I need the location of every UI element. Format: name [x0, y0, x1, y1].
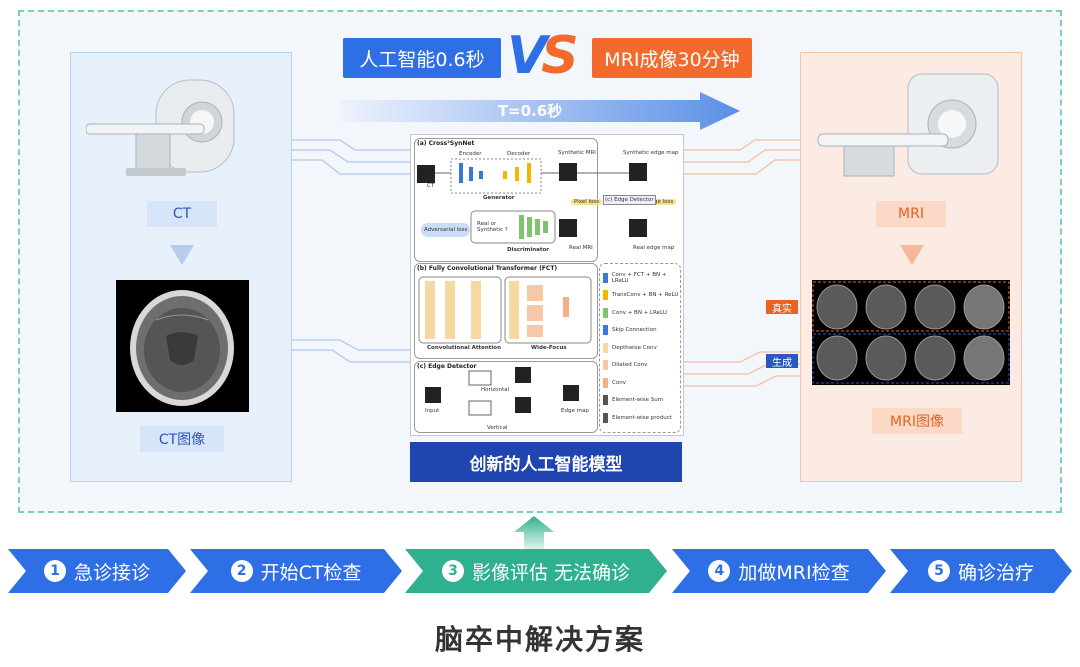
legend-swatch — [603, 412, 608, 423]
ct-image-label: CT图像 — [140, 426, 224, 452]
step-label: 加做MRI检查 — [738, 561, 850, 584]
legend-label: Conv + BN + LReLU — [612, 309, 667, 316]
ct-down-arrow-icon — [170, 245, 194, 265]
step-1: 1 急诊接诊 — [8, 549, 186, 593]
cross-synnet-title: (a) Cross²SynNet — [417, 140, 475, 147]
step-label: 影像评估 无法确诊 — [471, 561, 631, 584]
legend-swatch — [603, 395, 608, 406]
legend-swatch — [603, 360, 608, 371]
step-number: 1 — [43, 560, 66, 582]
up-arrow-icon — [514, 516, 554, 550]
mri-label: MRI — [876, 201, 946, 227]
encoder-label: Encoder — [459, 151, 482, 157]
legend-item: Depthwise Conv — [603, 339, 681, 357]
legend-item: Dilated Conv — [603, 357, 681, 375]
step-3: 3 影像评估 无法确诊 — [405, 549, 667, 593]
legend-item: Conv + FCT + BN + LReLU — [603, 269, 681, 287]
legend-swatch — [603, 342, 608, 353]
edge-detector-graphics — [425, 367, 579, 416]
fct-graphics — [418, 276, 592, 344]
mri-time-badge: MRI成像30分钟 — [592, 38, 752, 78]
edge-map-label: Edge map — [561, 408, 589, 414]
legend-label: Skip Connection — [612, 327, 657, 334]
synthetic-edge-map-label: Synthetic edge map — [623, 150, 679, 156]
real-edge-map-label: Real edge map — [633, 245, 675, 251]
time-arrow — [340, 92, 740, 130]
legend-swatch — [603, 377, 608, 388]
legend-label: Dilated Conv — [612, 362, 648, 369]
input-label: Input — [425, 408, 440, 414]
convolutional-attention-label: Convolutional Attention — [427, 345, 501, 351]
fct-title: (b) Fully Convolutional Transformer (FCT… — [417, 265, 558, 272]
discriminator-label: Discriminator — [507, 247, 549, 253]
model-diagram: (a) Cross²SynNet Encoder Decoder Generat… — [410, 134, 684, 436]
ct-scan-image — [116, 280, 249, 412]
legend-list: Conv + FCT + BN + LReLU TransConv + BN + … — [603, 269, 681, 427]
legend-item: Element-wise product — [603, 409, 681, 427]
step-5: 5 确诊治疗 — [890, 549, 1072, 593]
ct-label: CT — [147, 201, 217, 227]
generator-label: Generator — [483, 195, 515, 201]
vs-mark: VS — [507, 26, 579, 86]
legend-swatch — [603, 272, 608, 283]
vertical-label: Vertical — [487, 425, 508, 431]
step-label: 急诊接诊 — [73, 561, 150, 584]
horizontal-label: Horizontal — [481, 387, 510, 393]
legend-item: Element-wise Sum — [603, 392, 681, 410]
mri-down-arrow-icon — [900, 245, 924, 265]
generated-tag: 生成 — [766, 354, 798, 369]
pixel-loss-label: Pixel loss — [571, 199, 603, 205]
step-number: 4 — [708, 560, 731, 582]
adversarial-loss-label: Adversarial loss — [421, 223, 471, 237]
step-label: 开始CT检查 — [260, 561, 362, 584]
legend-swatch — [603, 325, 608, 336]
step-label: 确诊治疗 — [957, 561, 1034, 584]
legend-item: Skip Connection — [603, 322, 681, 340]
edge-detector-title: (c) Edge Detector — [417, 363, 477, 370]
real-mri-label: Real MRI — [569, 245, 593, 251]
real-tag: 真实 — [766, 300, 798, 315]
step-number: 5 — [927, 560, 950, 582]
legend-item: Conv — [603, 374, 681, 392]
decoder-label: Decoder — [507, 151, 531, 157]
legend-swatch — [603, 307, 608, 318]
page-title: 脑卒中解决方案 — [434, 623, 645, 656]
edge-loss-label: Edge loss — [644, 199, 677, 205]
ct-input-label: CT — [427, 183, 435, 189]
cross-synnet-block — [414, 138, 598, 262]
ai-time-badge: 人工智能0.6秒 — [343, 38, 501, 78]
step-4: 4 加做MRI检查 — [672, 549, 886, 593]
mri-image-grid — [812, 280, 1010, 385]
mri-image-label: MRI图像 — [872, 408, 962, 434]
model-title: 创新的人工智能模型 — [410, 442, 682, 482]
legend-label: Conv + FCT + BN + LReLU — [611, 271, 667, 284]
legend-label: TransConv + BN + ReLU — [612, 292, 679, 299]
ct-scanner-icon — [86, 79, 235, 176]
legend-block — [599, 263, 681, 433]
vs-s-letter: S — [541, 26, 579, 86]
legend-label: Depthwise Conv — [612, 344, 657, 351]
legend-item: Conv + BN + LReLU — [603, 304, 681, 322]
legend-label: Element-wise Sum — [612, 397, 664, 404]
legend-swatch — [603, 290, 608, 301]
legend-item: TransConv + BN + ReLU — [603, 287, 681, 305]
time-arrow-label: T=0.6秒 — [497, 102, 563, 120]
real-or-synthetic-label: Real or Synthetic ? — [477, 221, 508, 233]
synthetic-mri-label: Synthetic MRI — [558, 150, 596, 156]
mri-scanner-icon — [817, 73, 999, 177]
step-2: 2 开始CT检查 — [190, 549, 402, 593]
synnet-graphics — [417, 158, 647, 244]
vs-v-letter: V — [507, 26, 547, 86]
wide-focus-label: Wide-Focus — [531, 345, 567, 351]
legend-label: Element-wise product — [612, 414, 672, 421]
step-number: 2 — [230, 560, 253, 582]
edge-detector-box-label: (c) Edge Detector — [603, 195, 656, 205]
step-number: 3 — [441, 560, 464, 582]
legend-label: Conv — [612, 379, 626, 386]
